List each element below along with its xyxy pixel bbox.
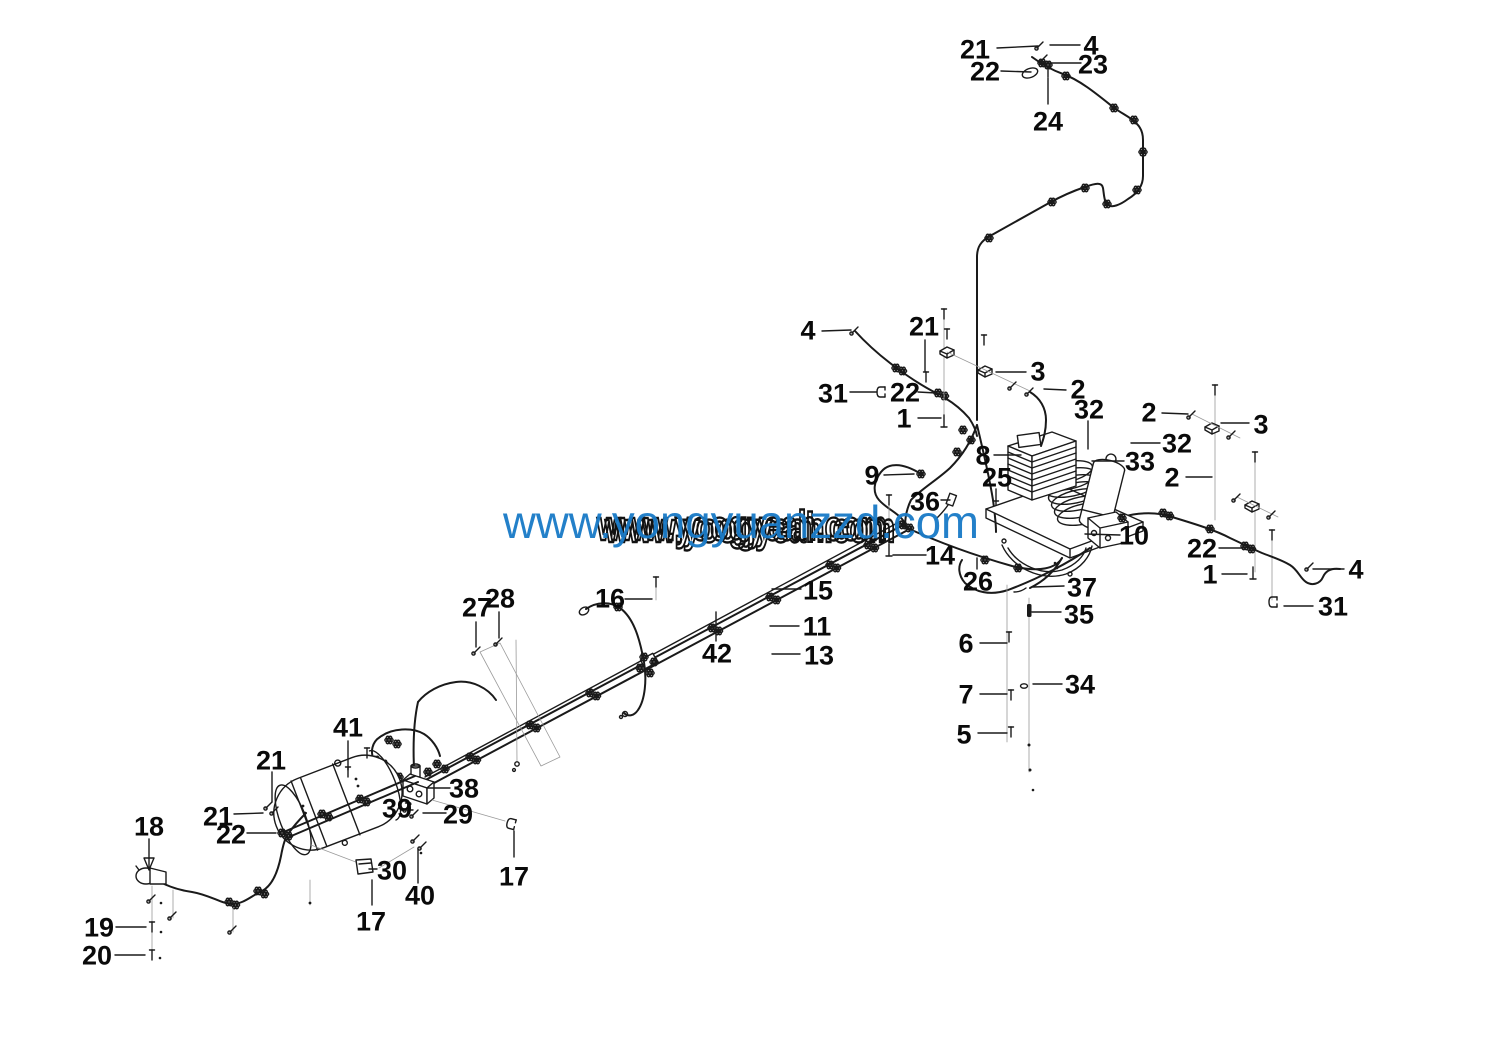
callout-2: 2 — [1070, 375, 1085, 405]
callout-5: 5 — [956, 720, 971, 750]
callout-18: 18 — [134, 812, 164, 842]
callout-21: 21 — [960, 35, 990, 65]
callout-31: 31 — [818, 379, 848, 409]
callout-11: 11 — [803, 612, 832, 642]
callout-32: 32 — [1074, 395, 1104, 425]
callout-13: 13 — [804, 641, 834, 671]
mounting-clips — [310, 799, 517, 875]
callout-1: 1 — [1202, 560, 1217, 590]
callout-29: 29 — [443, 800, 473, 830]
compressor-feed-hoses — [873, 424, 1000, 557]
callout-38: 38 — [449, 774, 479, 804]
callout-leader-2 — [1043, 388, 1067, 391]
watermark-front: www.yongyuanzzd.com — [502, 496, 979, 548]
callout-25: 25 — [982, 463, 1012, 493]
callout-33: 33 — [1125, 447, 1155, 477]
tube-bundle — [412, 520, 907, 791]
callout-arrowhead-18 — [143, 857, 155, 871]
lower-hoses — [904, 526, 1091, 594]
callout-3: 3 — [1030, 357, 1045, 387]
callout-3: 3 — [1253, 410, 1268, 440]
callout-17: 17 — [356, 907, 386, 937]
callout-34: 34 — [1065, 670, 1095, 700]
callout-leader-10 — [1084, 533, 1121, 536]
callout-leader-9 — [883, 473, 915, 476]
compressor-motor — [1007, 431, 1077, 501]
callout-39: 39 — [382, 794, 412, 824]
callout-22: 22 — [970, 57, 1000, 87]
callout-21: 21 — [203, 802, 233, 832]
watermark-back-shadow: www.yoogyeah.com — [604, 504, 895, 551]
callout-26: 26 — [963, 567, 993, 597]
callout-16: 16 — [595, 584, 625, 614]
callout-21: 21 — [256, 746, 286, 776]
callout-leader-22 — [917, 391, 937, 394]
callout-10: 10 — [1119, 521, 1149, 551]
callout-7: 7 — [958, 680, 973, 710]
callout-41: 41 — [333, 713, 363, 743]
air-compressor — [985, 391, 1144, 577]
callout-1: 1 — [896, 404, 911, 434]
callout-leader-37 — [1032, 585, 1065, 588]
callout-42: 42 — [702, 639, 732, 669]
valve-block — [1087, 511, 1129, 549]
callout-22: 22 — [1187, 534, 1217, 564]
compressor-inlet-hose — [849, 308, 1034, 457]
watermarks: www.yoogyeah.com www.yoogyeah.com www.yo… — [502, 496, 979, 552]
callout-20: 20 — [82, 941, 112, 971]
callout-6: 6 — [958, 629, 973, 659]
callout-4: 4 — [1083, 31, 1098, 61]
callout-4: 4 — [1348, 555, 1363, 585]
callout-19: 19 — [84, 913, 114, 943]
callout-32: 32 — [1162, 429, 1192, 459]
callout-15: 15 — [803, 576, 833, 606]
callout-22: 22 — [216, 820, 246, 850]
callout-2: 2 — [1141, 398, 1156, 428]
callout-leader-22 — [1000, 70, 1032, 73]
callout-leader-2 — [1161, 412, 1189, 415]
callout-14: 14 — [925, 541, 955, 571]
callout-4: 4 — [800, 316, 815, 346]
callout-30: 30 — [377, 856, 407, 886]
callout-17: 17 — [499, 862, 529, 892]
inlet-fitting — [135, 865, 167, 885]
callout-35: 35 — [1064, 600, 1094, 630]
top-hose — [976, 41, 1148, 421]
callout-2: 2 — [1164, 463, 1179, 493]
callout-leader-21 — [233, 812, 264, 815]
discharge-hose-right — [1121, 509, 1341, 586]
callout-23: 23 — [1078, 50, 1108, 80]
callout-21: 21 — [909, 312, 939, 342]
callout-31: 31 — [1318, 592, 1348, 622]
fastener-axes — [1005, 584, 1035, 792]
callout-27: 27 — [462, 593, 492, 623]
tank-supply-hose — [135, 812, 312, 961]
callout-22: 22 — [890, 378, 920, 408]
watermark-back: www.yoogyeah.com — [596, 502, 887, 549]
callout-8: 8 — [975, 441, 990, 471]
right-mounting-hardware — [1186, 384, 1279, 608]
callout-leader-4 — [821, 329, 852, 332]
callout-24: 24 — [1033, 107, 1063, 137]
callout-28: 28 — [485, 584, 515, 614]
callout-9: 9 — [864, 461, 879, 491]
air-tank — [263, 747, 419, 856]
callout-40: 40 — [405, 881, 435, 911]
callout-leader-21 — [996, 45, 1039, 49]
callout-36: 36 — [910, 487, 940, 517]
callout-37: 37 — [1067, 573, 1097, 603]
